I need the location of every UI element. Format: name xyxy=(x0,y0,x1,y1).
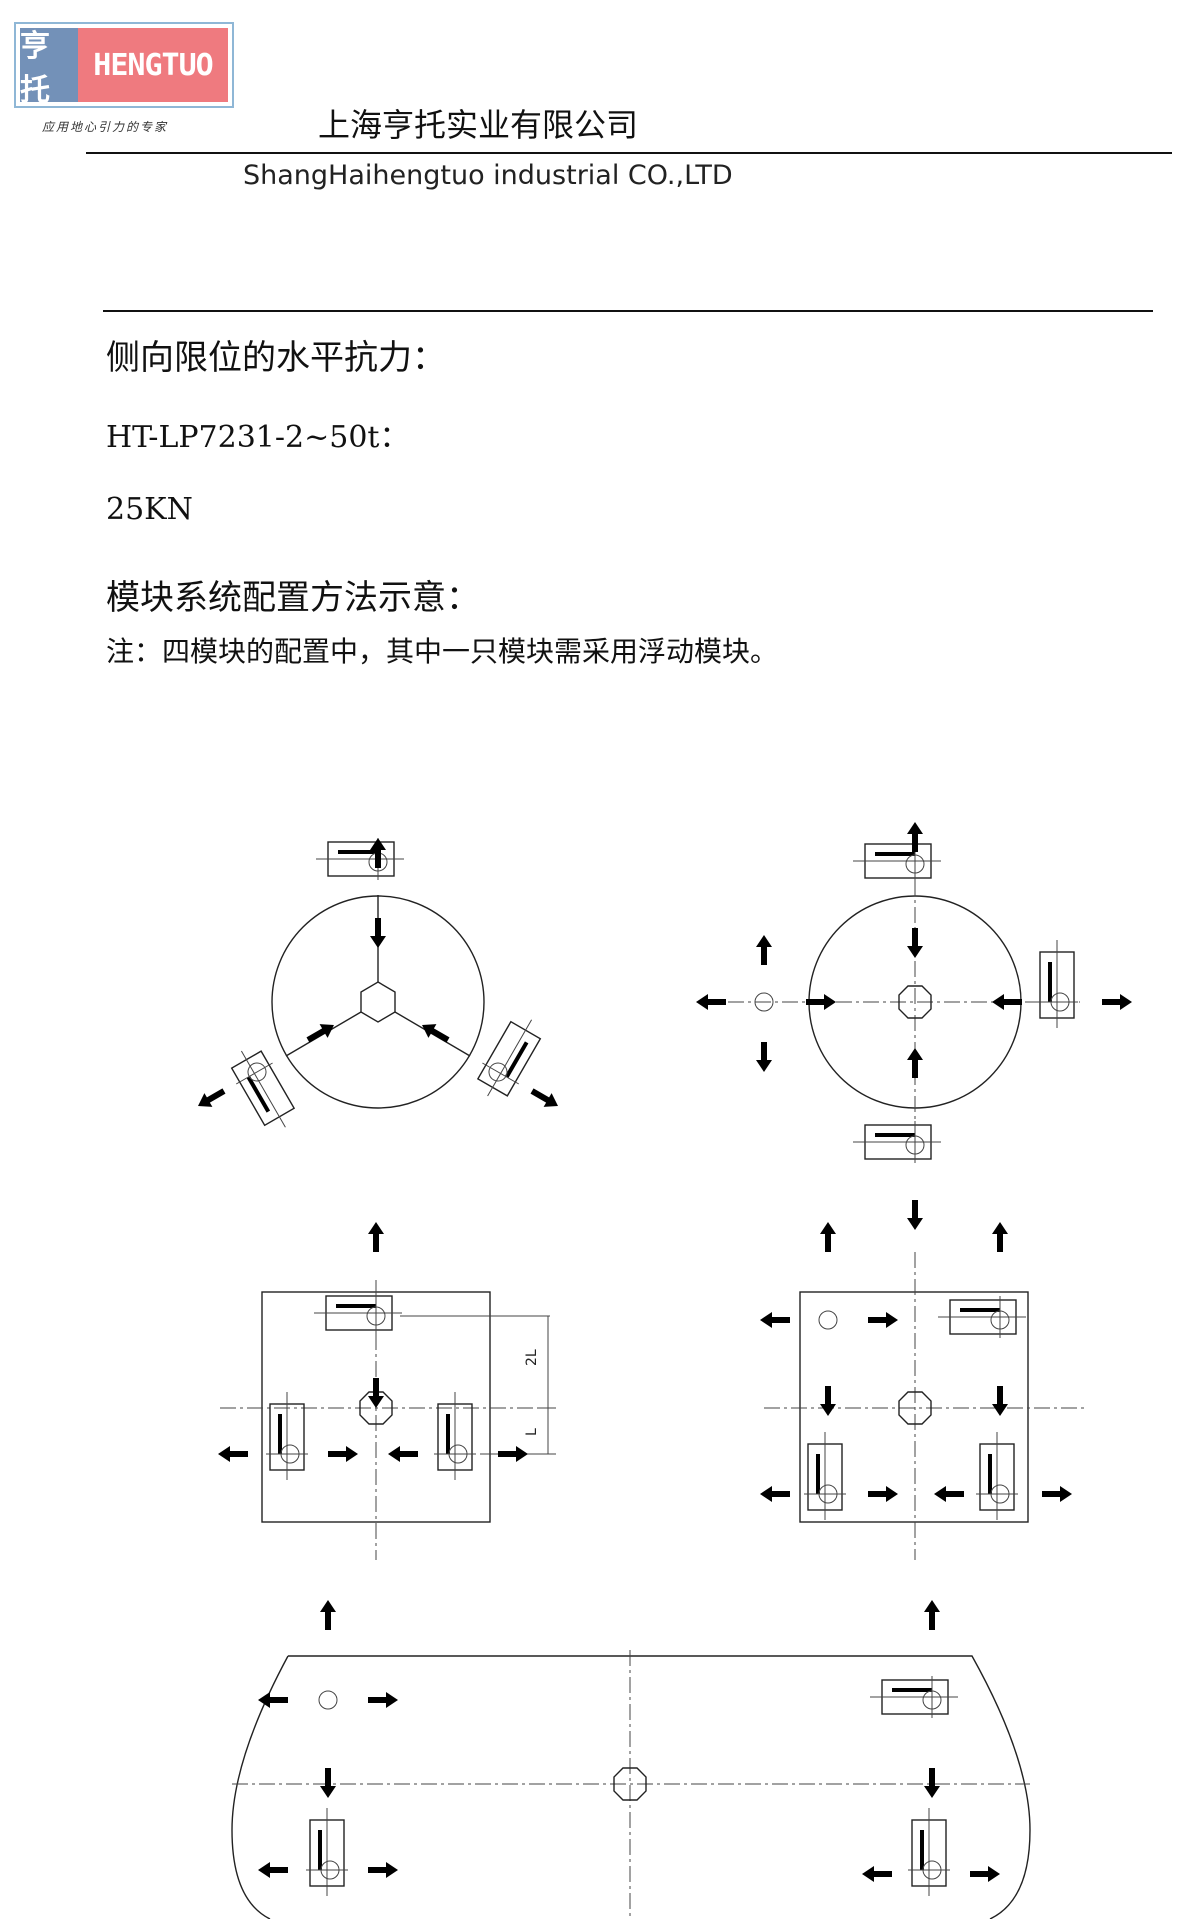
dim-l-label: L xyxy=(524,1428,540,1436)
section-rule xyxy=(103,310,1153,312)
company-name-en: ShangHaihengtuo industrial CO.,LTD xyxy=(243,160,733,191)
config-note: 注：四模块的配置中，其中一只模块需采用浮动模块。 xyxy=(106,635,779,668)
heading-module-config: 模块系统配置方法示意： xyxy=(106,578,480,618)
header-rule xyxy=(86,152,1172,154)
logo-cn-text: 亨托 xyxy=(20,28,78,108)
module-configuration-diagram: 2L L xyxy=(194,822,1132,1919)
logo-slogan: 应用地心引力的专家 xyxy=(42,120,169,134)
config-three-modules xyxy=(194,837,562,1139)
model-number: HT-LP7231-2~50t： xyxy=(106,420,410,455)
config-three-modules-square: 2L L xyxy=(218,1222,556,1560)
company-logo: 亨托 HENGTUO xyxy=(14,22,234,108)
config-four-modules-square xyxy=(760,1222,1084,1560)
logo-en-text: HENGTUO xyxy=(78,28,228,102)
heading-horizontal-force: 侧向限位的水平抗力： xyxy=(106,338,446,378)
dim-2l-label: 2L xyxy=(524,1349,540,1366)
force-value: 25KN xyxy=(106,492,193,527)
config-four-modules-elongated xyxy=(231,1600,1031,1919)
company-name-cn: 上海亨托实业有限公司 xyxy=(318,106,639,144)
config-four-modules-circle xyxy=(696,822,1132,1230)
